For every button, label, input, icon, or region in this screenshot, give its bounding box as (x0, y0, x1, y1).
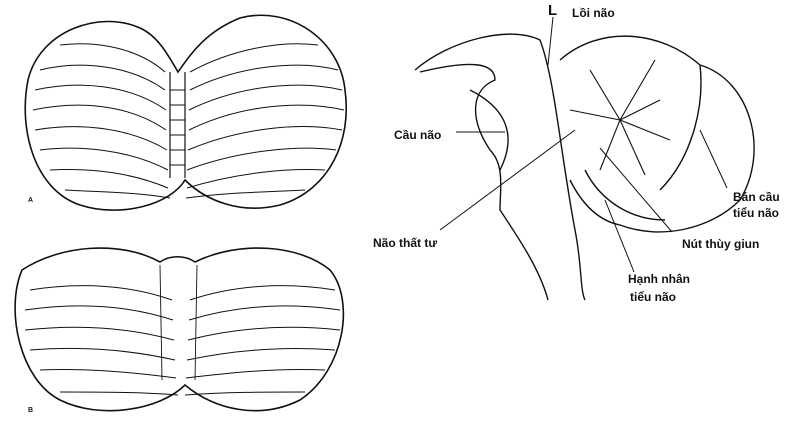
label-ban-cau-line2: tiểu não (733, 206, 779, 220)
marker-l: L (548, 4, 557, 18)
label-ban-cau-line1: Bán cầu (733, 190, 780, 204)
sagittal-drawing (415, 17, 754, 300)
label-loi-nao: Lồi não (572, 6, 615, 20)
label-cau-nao: Cầu não (394, 128, 441, 142)
panel-b-drawing (15, 248, 343, 411)
panel-b-letter: B (28, 404, 33, 418)
label-hanh-nhan-line1: Hạnh nhân (628, 272, 690, 286)
panel-b-folia (25, 265, 340, 395)
label-nao-that-tu: Não thất tư (373, 236, 437, 250)
panel-a-letter: A (28, 194, 33, 208)
label-nut-thuy-giun: Nút thùy giun (682, 237, 759, 251)
panel-a-folia (33, 44, 344, 198)
panel-a-drawing (25, 15, 346, 210)
label-hanh-nhan-line2: tiểu não (630, 290, 676, 304)
